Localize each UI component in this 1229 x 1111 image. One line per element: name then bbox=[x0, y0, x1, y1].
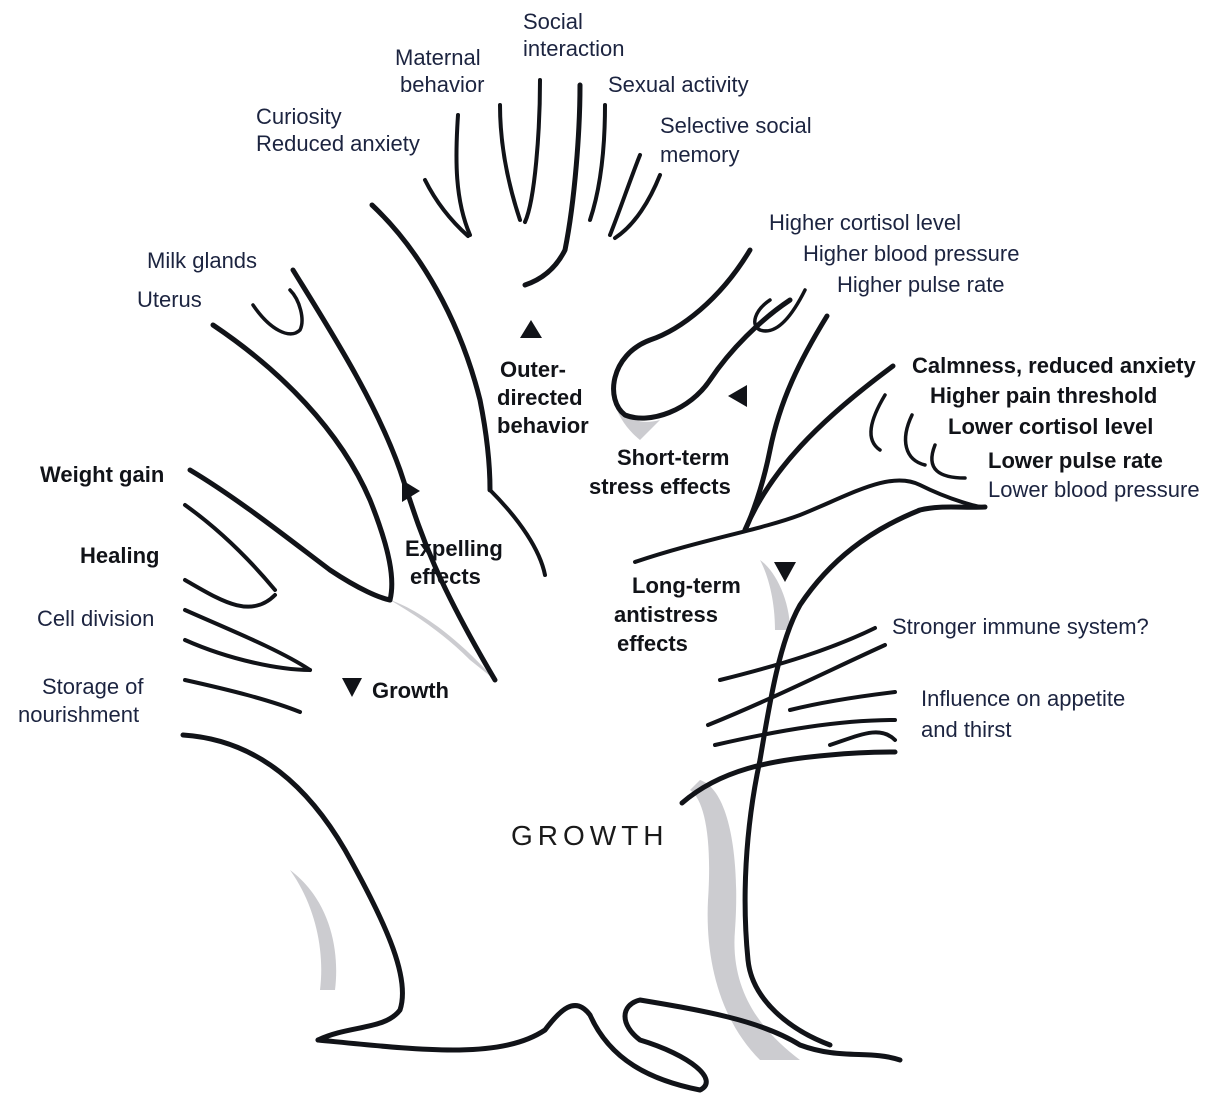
outer-inner-edge bbox=[490, 490, 545, 575]
calmness-twig-2 bbox=[906, 415, 925, 465]
label-appetite: Influence on appetite bbox=[921, 686, 1125, 711]
expelling-branch-outer bbox=[213, 325, 392, 600]
appetite-twig-3 bbox=[790, 692, 895, 710]
growth-twig-storage bbox=[185, 680, 300, 712]
label-outer-directed: Outer- bbox=[500, 357, 566, 382]
outer-twig-social-2 bbox=[525, 80, 540, 222]
label-appetite-2: and thirst bbox=[921, 717, 1012, 742]
direction-arrows bbox=[342, 320, 796, 697]
label-maternal: Maternal bbox=[395, 45, 481, 70]
label-expelling-2: effects bbox=[410, 564, 481, 589]
tree-shading bbox=[290, 405, 800, 1060]
calmness-twig-3 bbox=[932, 445, 965, 478]
label-long-term-2: antistress bbox=[614, 602, 718, 627]
outer-arrow-icon bbox=[520, 320, 542, 338]
branch-labels: Outer- directed behavior Short-term stre… bbox=[372, 357, 741, 703]
milk-glands-twig bbox=[253, 290, 302, 334]
expelling-branch-inner bbox=[293, 270, 495, 680]
shortterm-branch-right bbox=[745, 316, 827, 530]
root-base bbox=[318, 1000, 900, 1090]
label-calmness: Calmness, reduced anxiety bbox=[912, 353, 1196, 378]
label-reduced-anxiety: Reduced anxiety bbox=[256, 131, 420, 156]
shortterm-branch-left bbox=[614, 250, 790, 418]
label-selective-2: memory bbox=[660, 142, 739, 167]
label-short-term: Short-term bbox=[617, 445, 729, 470]
label-curiosity: Curiosity bbox=[256, 104, 342, 129]
shortterm-arrow-icon bbox=[728, 385, 747, 407]
label-healing: Healing bbox=[80, 543, 159, 568]
trunk-left-edge bbox=[183, 735, 403, 1040]
label-higher-cortisol: Higher cortisol level bbox=[769, 210, 961, 235]
label-long-term: Long-term bbox=[632, 573, 741, 598]
label-lower-bp: Lower blood pressure bbox=[988, 477, 1200, 502]
label-selective: Selective social bbox=[660, 113, 812, 138]
outer-twig-social bbox=[500, 105, 520, 220]
growth-arrow-icon bbox=[342, 678, 362, 697]
longterm-arrow-icon bbox=[774, 562, 796, 582]
label-storage: Storage of bbox=[42, 674, 144, 699]
label-sexual: Sexual activity bbox=[608, 72, 749, 97]
trunk-right-lower bbox=[745, 760, 830, 1045]
label-weight-gain: Weight gain bbox=[40, 462, 164, 487]
label-higher-bp: Higher blood pressure bbox=[803, 241, 1019, 266]
calmness-twig-1 bbox=[871, 395, 885, 450]
label-social-2: interaction bbox=[523, 36, 625, 61]
label-growth-branch: Growth bbox=[372, 678, 449, 703]
label-uterus: Uterus bbox=[137, 287, 202, 312]
outer-twig-selective bbox=[610, 155, 640, 235]
shortterm-twig bbox=[755, 290, 805, 331]
immune-twig-1 bbox=[720, 628, 875, 680]
label-storage-2: nourishment bbox=[18, 702, 139, 727]
label-lower-cortisol: Lower cortisol level bbox=[948, 414, 1153, 439]
label-milk-glands: Milk glands bbox=[147, 248, 257, 273]
label-lower-pulse: Lower pulse rate bbox=[988, 448, 1163, 473]
label-expelling: Expelling bbox=[405, 536, 503, 561]
outer-twig-sexual bbox=[590, 105, 605, 220]
label-cell-division: Cell division bbox=[37, 606, 154, 631]
label-outer-directed-2: directed bbox=[497, 385, 583, 410]
leaf-labels: Social interaction Maternal behavior Sex… bbox=[18, 9, 1200, 742]
label-higher-pulse: Higher pulse rate bbox=[837, 272, 1005, 297]
label-social: Social bbox=[523, 9, 583, 34]
label-immune: Stronger immune system? bbox=[892, 614, 1149, 639]
label-short-term-2: stress effects bbox=[589, 474, 731, 499]
label-outer-directed-3: behavior bbox=[497, 413, 589, 438]
growth-twig-healing bbox=[185, 580, 275, 607]
appetite-twig-2 bbox=[830, 732, 895, 745]
label-long-term-3: effects bbox=[617, 631, 688, 656]
label-maternal-2: behavior bbox=[400, 72, 484, 97]
trunk-title: GROWTH bbox=[511, 820, 669, 851]
label-pain-threshold: Higher pain threshold bbox=[930, 383, 1157, 408]
growth-twig-cell-2 bbox=[185, 640, 310, 670]
outer-twig-maternal bbox=[456, 115, 470, 235]
